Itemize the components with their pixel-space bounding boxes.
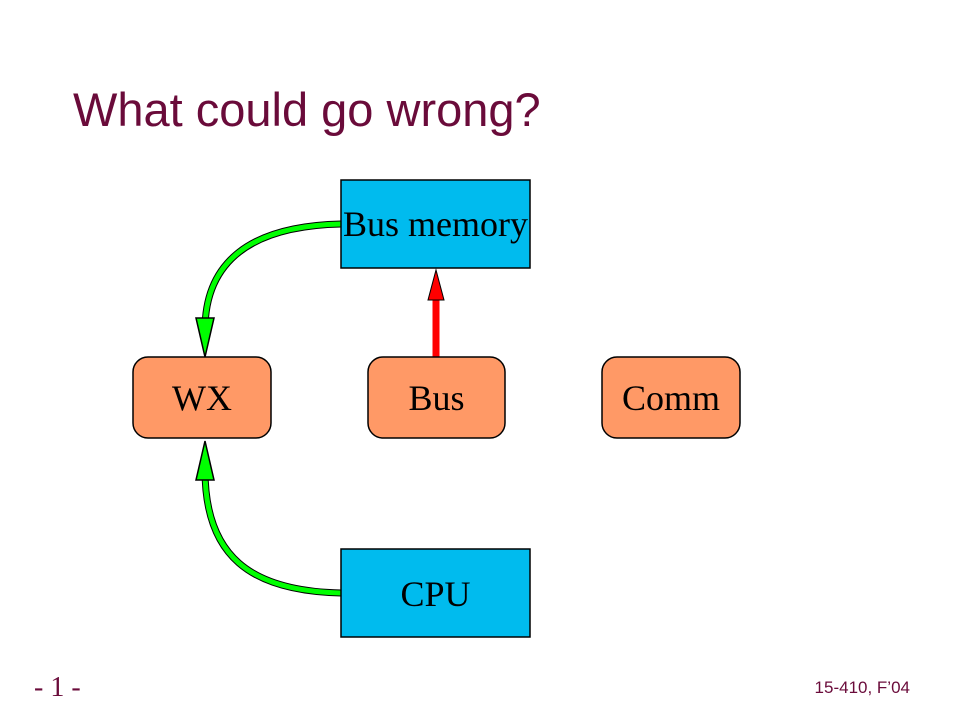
green-arrow-cpu-to-wx [201, 469, 342, 597]
green-arrowhead-up [195, 440, 215, 481]
node-bus-memory: Bus memory [340, 179, 531, 269]
node-comm-label: Comm [622, 378, 720, 418]
green-arrowhead-down [195, 317, 215, 358]
green-arrow-busmemory-to-wx [201, 220, 342, 331]
node-wx-label: WX [172, 378, 232, 418]
node-comm: Comm [601, 356, 741, 439]
course-id: 15-410, F’04 [814, 678, 910, 697]
page-number: - 1 - [34, 672, 81, 703]
node-bus-memory-label: Bus memory [343, 204, 528, 244]
node-cpu: CPU [340, 548, 531, 638]
slide-title: What could go wrong? [73, 83, 541, 136]
node-bus-label: Bus [408, 378, 464, 418]
node-cpu-label: CPU [400, 574, 470, 614]
node-bus: Bus [367, 356, 506, 439]
red-arrowhead-up [427, 268, 445, 301]
node-wx: WX [132, 356, 272, 439]
